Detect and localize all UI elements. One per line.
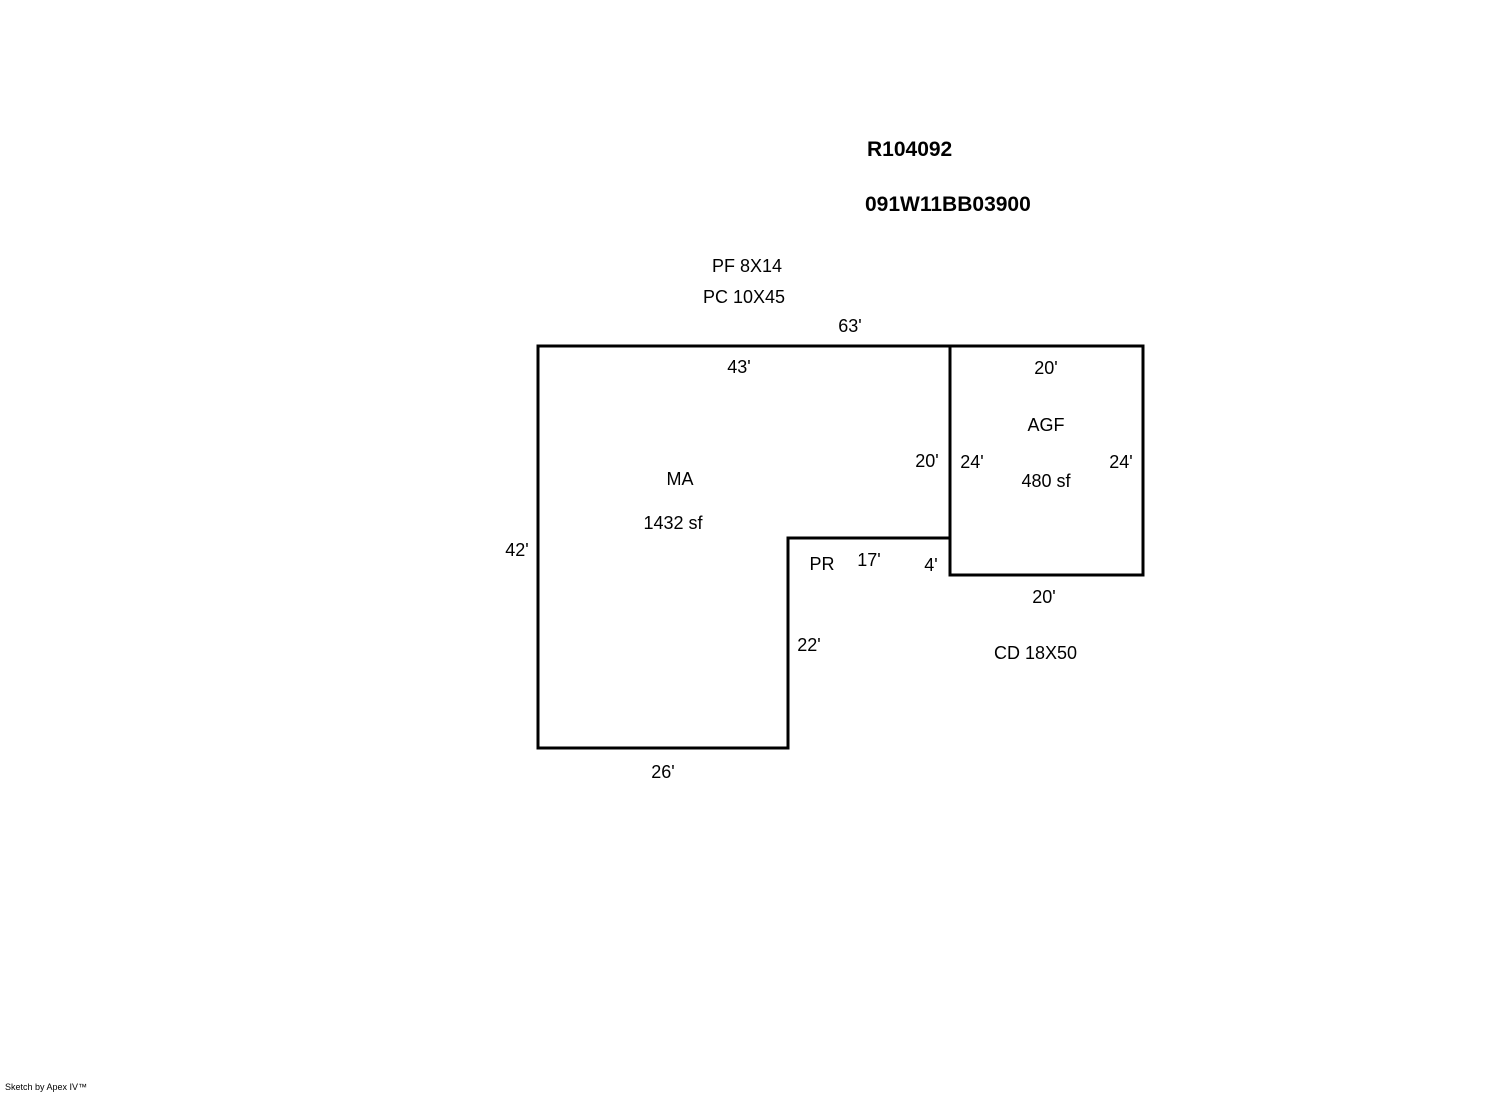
- area-agf-name: AGF: [1027, 415, 1064, 435]
- dim-agf-left: 24': [960, 452, 983, 472]
- parcel-id: 091W11BB03900: [865, 193, 1031, 216]
- area-pr-name: PR: [809, 554, 834, 574]
- agf-outline: [948, 344, 1145, 577]
- ma-outline: [536, 344, 952, 750]
- dim-overall-top: 63': [838, 316, 861, 336]
- dim-agf-bottom: 20': [1032, 587, 1055, 607]
- area-ma-size: 1432 sf: [643, 513, 703, 533]
- dim-agf-right: 24': [1109, 452, 1132, 472]
- note-cd: CD 18X50: [994, 643, 1077, 663]
- dim-ma-bottom: 26': [651, 762, 674, 782]
- dim-ma-inner-right: 20': [915, 451, 938, 471]
- footer-credit: Sketch by Apex IV™: [5, 1082, 87, 1092]
- dim-pr-left: 22': [797, 635, 820, 655]
- dim-ma-left: 42': [505, 540, 528, 560]
- area-agf-size: 480 sf: [1021, 471, 1071, 491]
- dim-agf-top: 20': [1034, 358, 1057, 378]
- note-pf: PF 8X14: [712, 256, 782, 276]
- note-pc: PC 10X45: [703, 287, 785, 307]
- dim-pr-top: 17': [857, 550, 880, 570]
- area-ma-name: MA: [667, 469, 694, 489]
- dim-pr-right: 4': [924, 555, 937, 575]
- dim-ma-top: 43': [727, 357, 750, 377]
- account-id: R104092: [867, 138, 952, 161]
